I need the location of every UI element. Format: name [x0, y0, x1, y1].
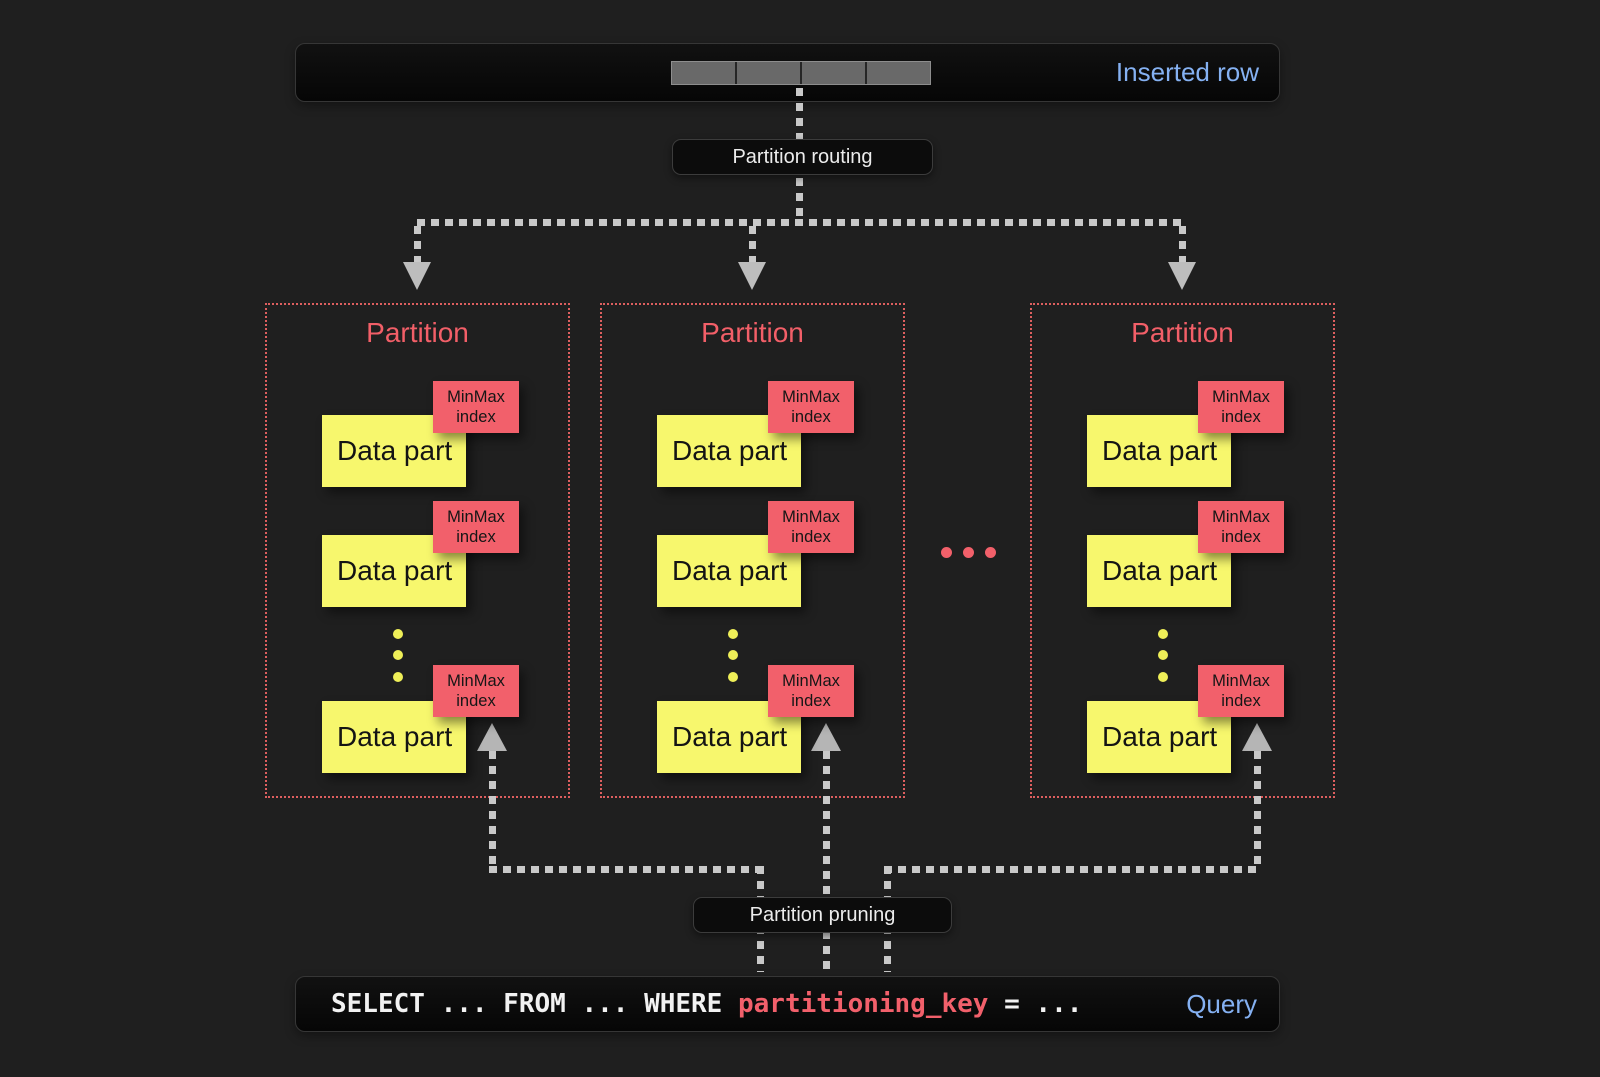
- query-partitioning-key: partitioning_key: [738, 989, 989, 1019]
- more-partitions-dot: [941, 547, 952, 558]
- partition-box-1: Partition MinMax index Data part MinMax …: [265, 303, 570, 798]
- minmax-index-tag: MinMax index: [768, 665, 854, 717]
- fanout-drop-line-1: [414, 226, 421, 264]
- more-partitions-dot: [963, 547, 974, 558]
- arrowhead-down-icon: [403, 262, 431, 290]
- partition-title: Partition: [701, 317, 804, 348]
- more-parts-dot: [728, 629, 738, 639]
- fanout-drop-line-3: [1179, 226, 1186, 264]
- arrowhead-up-icon: [1242, 723, 1272, 751]
- minmax-index-tag: MinMax index: [1198, 665, 1284, 717]
- minmax-index-tag: MinMax index: [433, 501, 519, 553]
- query-sql-text: SELECT ... FROM ... WHERE partitioning_k…: [331, 989, 1082, 1019]
- more-parts-dot: [1158, 629, 1168, 639]
- inserted-row-bar: Inserted row: [295, 43, 1280, 102]
- row-segments: [671, 61, 931, 85]
- minmax-index-tag: MinMax index: [1198, 501, 1284, 553]
- minmax-index-tag: MinMax index: [768, 381, 854, 433]
- pruning-line-1: [489, 866, 764, 873]
- more-parts-dot: [1158, 650, 1168, 660]
- query-sql-prefix: SELECT ... FROM ... WHERE: [331, 989, 738, 1019]
- arrowhead-down-icon: [738, 262, 766, 290]
- row-segment: [672, 62, 737, 84]
- partition-title: Partition: [1131, 317, 1234, 348]
- pruning-line-3: [1254, 751, 1261, 866]
- arrowhead-up-icon: [811, 723, 841, 751]
- arrowhead-up-icon: [477, 723, 507, 751]
- inserted-row-label: Inserted row: [1115, 57, 1259, 87]
- more-parts-dot: [728, 672, 738, 682]
- more-parts-dot: [393, 650, 403, 660]
- fanout-drop-line-2: [749, 226, 756, 264]
- fanout-dashed-line: [417, 219, 1182, 226]
- data-part-box: Data part: [322, 701, 466, 773]
- pruning-line-2: [823, 751, 830, 972]
- partition-box-3: Partition MinMax index Data part MinMax …: [1030, 303, 1335, 798]
- row-segment: [867, 62, 930, 84]
- minmax-index-tag: MinMax index: [1198, 381, 1284, 433]
- partition-box-2: Partition MinMax index Data part MinMax …: [600, 303, 905, 798]
- more-parts-dot: [728, 650, 738, 660]
- more-parts-dot: [1158, 672, 1168, 682]
- data-part-box: Data part: [1087, 415, 1231, 487]
- more-parts-dot: [393, 629, 403, 639]
- partition-routing-label: Partition routing: [672, 139, 933, 175]
- minmax-index-tag: MinMax index: [433, 665, 519, 717]
- partition-title: Partition: [366, 317, 469, 348]
- query-sql-suffix: = ...: [988, 989, 1083, 1019]
- query-bar: SELECT ... FROM ... WHERE partitioning_k…: [295, 976, 1280, 1032]
- minmax-index-tag: MinMax index: [768, 501, 854, 553]
- arrowhead-down-icon: [1168, 262, 1196, 290]
- pruning-line-3: [884, 866, 1261, 873]
- partition-pruning-label: Partition pruning: [693, 897, 952, 933]
- more-partitions-dot: [985, 547, 996, 558]
- more-parts-dot: [393, 672, 403, 682]
- minmax-index-tag: MinMax index: [433, 381, 519, 433]
- pruning-line-1: [489, 751, 496, 866]
- query-label: Query: [1186, 988, 1257, 1019]
- row-segment: [737, 62, 802, 84]
- row-segment: [802, 62, 867, 84]
